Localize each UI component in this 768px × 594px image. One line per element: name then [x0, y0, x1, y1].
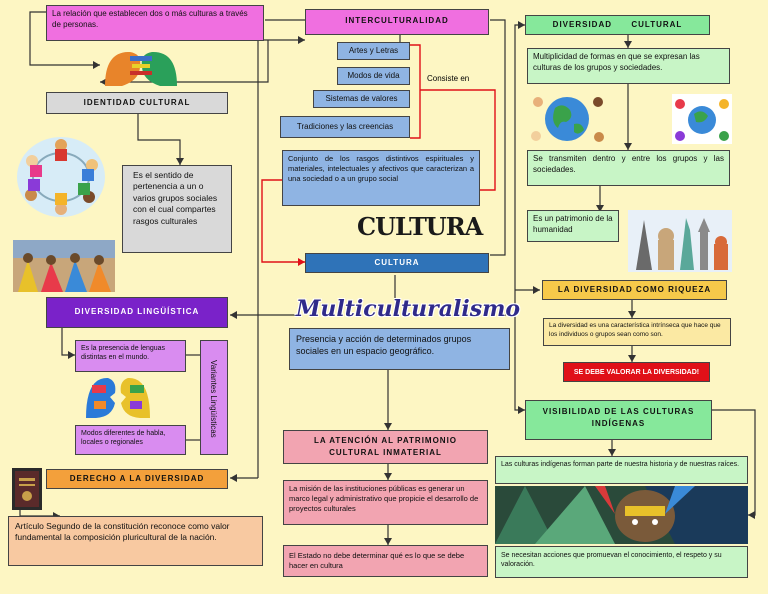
- indigenous-dancer-image: [495, 486, 748, 544]
- dialogue-heads-image: [100, 46, 182, 88]
- linguistica-presencia: Es la presencia de lenguas distintas en …: [75, 340, 186, 372]
- conjunto-text: Conjunto de los rasgos distintivos espir…: [282, 150, 480, 206]
- world-people-image: [672, 94, 732, 144]
- interculturalidad-title: INTERCULTURALIDAD: [305, 9, 489, 35]
- diversidad-def: Multiplicidad de formas en que se expres…: [527, 48, 730, 84]
- main-title: Multiculturalismo: [296, 296, 521, 322]
- item-sistemas: Sistemas de valores: [313, 90, 410, 108]
- world-monuments-image: [628, 210, 732, 272]
- patrimonio-mision: La misión de las instituciones públicas …: [283, 480, 488, 525]
- patrimonio-estado: El Estado no debe determinar qué es lo q…: [283, 545, 488, 577]
- globe-children-image: [530, 90, 605, 148]
- dancers-image: [13, 240, 115, 292]
- item-modos: Modos de vida: [337, 67, 410, 85]
- definition-box: Presencia y acción de determinados grupo…: [289, 328, 510, 370]
- diversidad-cultural-title: DIVERSIDAD CULTURAL: [525, 15, 710, 35]
- cultura-title: CULTURA: [305, 253, 489, 273]
- riqueza-text: La diversidad es una característica intr…: [543, 318, 731, 346]
- children-circle-image: [14, 135, 109, 220]
- cultura-logo: CULTURA: [357, 212, 483, 241]
- constitution-book-image: [12, 468, 42, 510]
- item-artes: Artes y Letras: [337, 42, 410, 60]
- variantes-label: Variantes Lingüísticas: [208, 360, 218, 438]
- derecho-text: Artículo Segundo de la constitución reco…: [8, 516, 263, 566]
- item-tradiciones: Tradiciones y las creencias: [280, 116, 410, 138]
- diversidad-transmiten: Se transmiten dentro y entre los grupos …: [527, 150, 730, 186]
- patrimonio-title: LA ATENCIÓN AL PATRIMONIO CULTURAL INMAT…: [283, 430, 488, 464]
- indigenas-acciones: Se necesitan acciones que promuevan el c…: [495, 546, 748, 578]
- identidad-text: Es el sentido de pertenencia a un o vari…: [122, 165, 232, 253]
- faces-language-image: [84, 375, 152, 420]
- riqueza-title: LA DIVERSIDAD COMO RIQUEZA: [542, 280, 727, 300]
- relation-box: La relación que establecen dos o más cul…: [46, 5, 264, 41]
- linguistica-title: DIVERSIDAD LINGÜÍSTICA: [46, 297, 228, 328]
- valorar-alert: SE DEBE VALORAR LA DIVERSIDAD!: [563, 362, 710, 382]
- derecho-title: DERECHO A LA DIVERSIDAD: [46, 469, 228, 489]
- identidad-title: IDENTIDAD CULTURAL: [46, 92, 228, 114]
- variantes-box: Variantes Lingüísticas: [200, 340, 228, 455]
- consiste-label: Consiste en: [427, 74, 470, 83]
- indigenas-parte: Las culturas indígenas forman parte de n…: [495, 456, 748, 484]
- indigenas-title: VISIBILIDAD DE LAS CULTURAS INDÍGENAS: [525, 400, 712, 440]
- diversidad-patrimonio: Es un patrimonio de la humanidad: [527, 210, 619, 242]
- linguistica-modos: Modos diferentes de habla, locales o reg…: [75, 425, 186, 455]
